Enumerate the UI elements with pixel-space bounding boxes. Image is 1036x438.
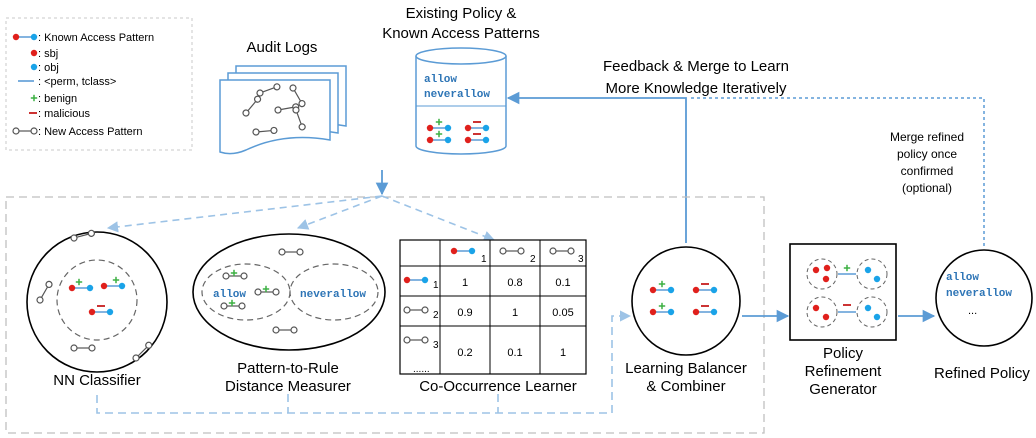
legend-known-pattern-label: : Known Access Pattern	[38, 32, 154, 44]
merge-note-1: Merge refined	[890, 130, 964, 144]
cooc-cell: 0.1	[507, 347, 522, 359]
to-pattern-rule-arrow	[296, 195, 383, 230]
p2r-label-2: Distance Measurer	[225, 378, 351, 395]
generator-label-2: Refinement	[805, 363, 883, 380]
feedback-line-2: More Knowledge Iteratively	[606, 80, 787, 97]
p2r-allow-text: allow	[213, 289, 246, 301]
refined-neverallow: neverallow	[946, 288, 1012, 300]
merge-note-3: confirmed	[901, 164, 954, 178]
merge-note-2: policy once	[897, 147, 957, 161]
policy-refinement-generator: Policy Refinement Generator	[789, 243, 897, 398]
cooc-cell: 1	[560, 347, 566, 359]
legend-malicious-label: : malicious	[38, 108, 90, 120]
cooc-cell: 1	[462, 277, 468, 289]
legend-perm-label: : <perm, tclass>	[38, 76, 116, 88]
legend-known-pattern: : Known Access Pattern	[12, 32, 154, 44]
refined-policy: allow neverallow ... Refined Policy	[934, 249, 1033, 382]
refined-allow: allow	[946, 272, 979, 284]
cooc-cell: 0.8	[507, 277, 522, 289]
cooc-cell: 0.9	[457, 307, 472, 319]
merge-note: Merge refined policy once confirmed (opt…	[890, 130, 964, 195]
legend-new-pattern-label: : New Access Pattern	[38, 126, 143, 138]
legend-obj-label: : obj	[38, 62, 59, 74]
cooc-row-sub: 1	[433, 280, 439, 291]
legend-obj: : obj	[30, 62, 59, 74]
to-cooccurrence-arrow	[381, 195, 496, 242]
legend-box	[5, 17, 193, 151]
plus-icon	[30, 94, 38, 102]
cooc-col-sub: 1	[481, 254, 487, 265]
p2r-label-1: Pattern-to-Rule	[237, 360, 339, 377]
p2r-neverallow-ellipse	[289, 263, 379, 321]
legend-perm: : <perm, tclass>	[18, 76, 116, 88]
legend-benign: : benign	[30, 93, 77, 105]
cooc-table	[399, 239, 587, 375]
p2r-neverallow-text: neverallow	[300, 289, 366, 301]
nn-inner-circle	[56, 259, 138, 341]
policy-db-title-2: Known Access Patterns	[382, 25, 540, 42]
legend-new-pattern: : New Access Pattern	[12, 126, 143, 138]
p2r-outer-ellipse	[192, 233, 386, 351]
cooc-cell: 1	[512, 307, 518, 319]
obj-dot-icon	[30, 63, 38, 71]
cooc-row-sub: 3	[433, 340, 439, 351]
nn-outer-circle	[26, 231, 168, 373]
refined-ellipsis: ...	[968, 305, 977, 317]
learners-to-combiner-arrow	[96, 310, 632, 414]
pattern-to-rule: allow neverallow Pattern-to-Rule Distanc…	[192, 233, 386, 395]
log-document-icon	[219, 79, 331, 155]
legend: : Known Access Pattern : sbj : obj : <pe…	[5, 17, 193, 151]
legend-sbj: : sbj	[30, 48, 58, 60]
feedback-arrow	[506, 91, 687, 243]
merge-arrow	[690, 97, 985, 246]
cooc-col-sub: 2	[530, 254, 536, 265]
cooc-cell: 0.1	[555, 277, 570, 289]
generator-label-3: Generator	[809, 381, 877, 398]
refined-policy-label: Refined Policy	[934, 365, 1030, 382]
policy-db-allow: allow	[424, 74, 457, 86]
generator-label-1: Policy	[823, 345, 864, 362]
feedback-label: Feedback & Merge to Learn More Knowledge…	[603, 58, 789, 97]
balancer-circle	[631, 246, 741, 356]
cooc-cell: 0.05	[552, 307, 573, 319]
legend-malicious: : malicious	[28, 108, 90, 120]
feedback-line-1: Feedback & Merge to Learn	[603, 58, 789, 75]
cooc-row-sub: 2	[433, 310, 439, 321]
co-occurrence-learner: 1 2 3 1 2 3 1 0.8 0.1 0.9 1 0.05 0.2 0.1…	[399, 239, 587, 395]
policy-db-title-1: Existing Policy &	[406, 5, 517, 22]
balancer-label-2: & Combiner	[646, 378, 725, 395]
refined-policy-circle	[935, 249, 1033, 347]
balancer-label-1: Learning Balancer	[625, 360, 747, 377]
sbj-dot-icon	[30, 49, 38, 57]
cooc-label: Co-Occurrence Learner	[419, 378, 577, 395]
legend-sbj-label: : sbj	[38, 48, 58, 60]
cooc-ellipsis: ......	[413, 364, 430, 375]
cooc-col-sub: 3	[578, 254, 584, 265]
audit-logs-title: Audit Logs	[247, 39, 318, 56]
to-nn-arrow	[106, 195, 383, 233]
audit-logs: Audit Logs	[219, 39, 347, 155]
cooc-cell: 0.2	[457, 347, 472, 359]
nn-classifier-label: NN Classifier	[53, 372, 141, 389]
legend-benign-label: : benign	[38, 93, 77, 105]
policy-database: Existing Policy & Known Access Patterns …	[382, 5, 540, 155]
generator-box	[789, 243, 897, 341]
nn-classifier: NN Classifier	[26, 229, 168, 389]
merge-note-4: (optional)	[902, 181, 952, 195]
learning-balancer: Learning Balancer & Combiner	[625, 246, 747, 395]
policy-db-neverallow: neverallow	[424, 89, 490, 101]
